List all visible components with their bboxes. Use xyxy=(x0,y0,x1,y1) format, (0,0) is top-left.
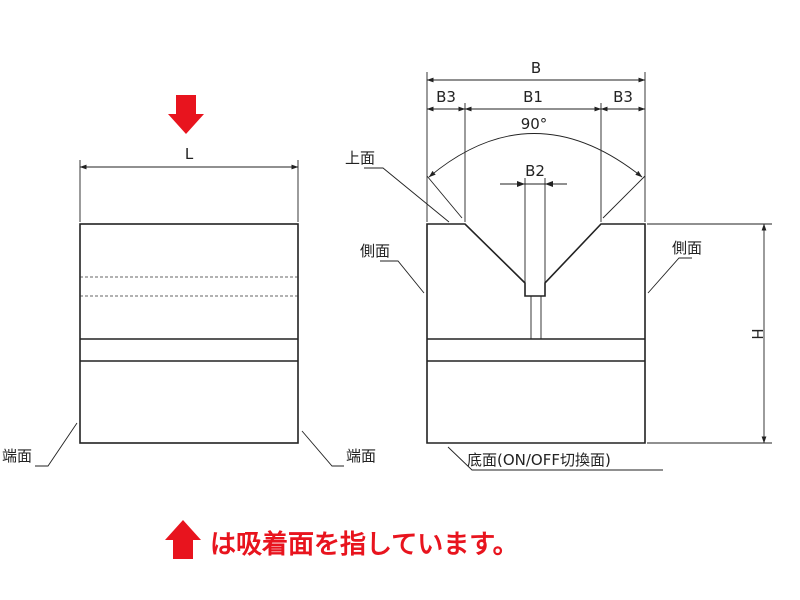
dim-b-label: B xyxy=(531,59,541,77)
arrow-down-icon xyxy=(168,95,204,134)
caption-text: は吸着面を指しています。 xyxy=(210,529,519,560)
angle-ext-right xyxy=(602,175,646,219)
side-face-label-right: 側面 xyxy=(672,239,702,257)
side-face-leader-left xyxy=(380,260,425,294)
dim-b2-arrow-left xyxy=(517,181,525,187)
angle-label: 90° xyxy=(521,115,548,133)
top-face-leader xyxy=(364,167,450,223)
dim-b2-label: B2 xyxy=(525,162,545,180)
right-view: B B3 B1 B3 90° B2 H 上面 側面 xyxy=(345,59,772,471)
bottom-face-label: 底面(ON/OFF切換面) xyxy=(467,451,611,469)
right-block-outline xyxy=(426,223,646,444)
dim-h-label: H xyxy=(748,328,766,339)
dim-b3-right-label: B3 xyxy=(613,88,633,106)
left-view: L 端面 端面 xyxy=(2,95,376,467)
side-face-leader-right xyxy=(647,257,692,294)
angle-arc xyxy=(428,133,643,178)
left-block-outline xyxy=(79,223,299,444)
angle-ext-left xyxy=(426,175,463,219)
end-face-leader-left xyxy=(35,422,78,467)
caption: は吸着面を指しています。 xyxy=(165,520,519,560)
dim-b1-label: B1 xyxy=(523,88,543,106)
arrow-up-icon xyxy=(165,520,201,559)
side-face-label-left: 側面 xyxy=(360,242,390,260)
dim-b2-arrow-right xyxy=(545,181,553,187)
end-face-label-left: 端面 xyxy=(2,447,32,465)
bottom-face-leader xyxy=(447,446,663,471)
top-face-label: 上面 xyxy=(345,149,375,167)
dim-b3-left-label: B3 xyxy=(436,88,456,106)
dim-l-label: L xyxy=(185,145,194,163)
end-face-leader-right xyxy=(301,430,344,467)
end-face-label-right: 端面 xyxy=(346,447,376,465)
